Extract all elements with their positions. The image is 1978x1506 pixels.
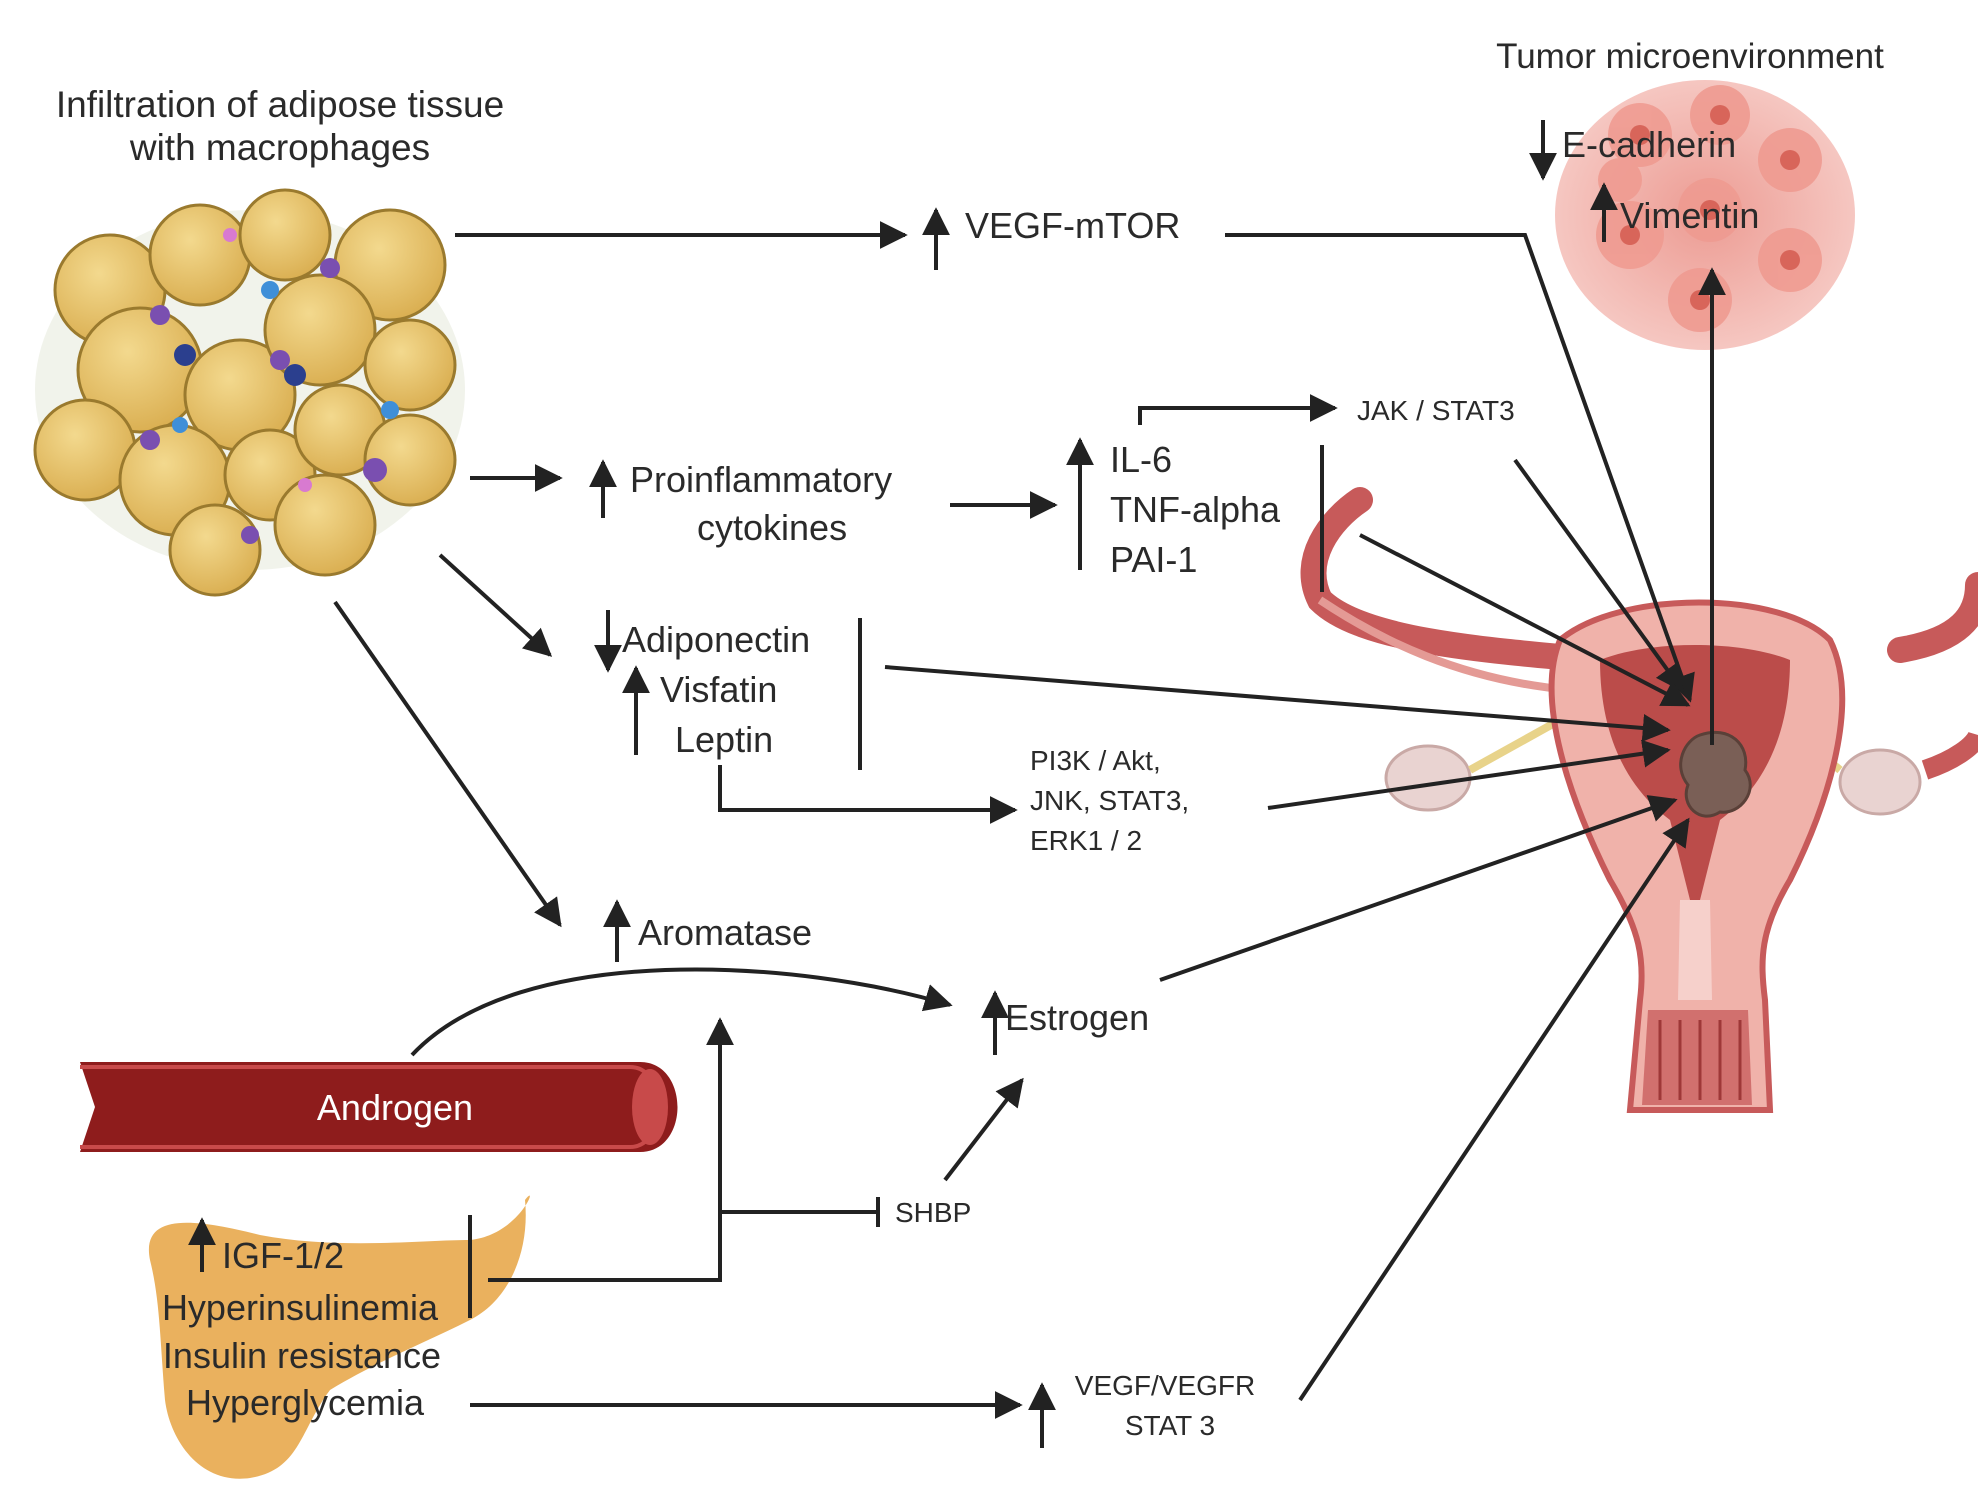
arrow-adipose-to-adipokines	[438, 553, 553, 657]
vegf-mtor-label: VEGF-mTOR	[965, 205, 1180, 246]
adipose-title-line2: with macrophages	[129, 127, 430, 168]
pi3k-akt-label: PI3K / Akt,	[1030, 745, 1161, 776]
estrogen-label: Estrogen	[1005, 997, 1149, 1038]
hyperglycemia-label: Hyperglycemia	[186, 1382, 425, 1423]
visfatin-label: Visfatin	[660, 669, 777, 710]
androgen-vessel	[80, 1062, 678, 1152]
bracket-bars	[468, 445, 1324, 1318]
arrow-adiponectin-to-tumor	[884, 665, 1671, 742]
proinflammatory-label: Proinflammatory	[630, 459, 892, 500]
arrow-adipose-to-aromatase	[333, 600, 562, 928]
connectors	[333, 221, 1726, 1419]
arrow-insulin-to-aromatase	[488, 1017, 734, 1282]
vegf-vegfr-label: VEGF/VEGFR	[1075, 1370, 1255, 1401]
arrow-leptin-to-pi3k	[718, 765, 1018, 824]
arrow-shbp-to-estrogen	[943, 1077, 1024, 1182]
arrow-tnf-to-tumor	[1359, 533, 1691, 707]
arrow-jak-to-tumor	[1513, 458, 1684, 693]
ecadherin-label: E-cadherin	[1562, 124, 1736, 165]
arrow-vegf-mtor-to-tumor	[1225, 233, 1695, 703]
jak-stat3-label: JAK / STAT3	[1357, 395, 1515, 426]
il6-label: IL-6	[1110, 439, 1172, 480]
shbp-label: SHBP	[895, 1197, 971, 1228]
pancreas-illustration	[148, 1195, 530, 1479]
arrow-pi3k-to-tumor	[1267, 739, 1671, 810]
arrow-estrogen-to-tumor	[1159, 795, 1678, 982]
insulin-resistance-label: Insulin resistance	[163, 1335, 441, 1376]
vimentin-label: Vimentin	[1620, 195, 1759, 236]
arrow-vegfr-to-tumor	[1298, 817, 1690, 1402]
level-indicators	[188, 120, 1618, 1448]
jnk-stat3-label: JNK, STAT3,	[1030, 785, 1189, 816]
adipose-tissue-illustration	[33, 188, 465, 597]
arrow-androgen-to-estrogen	[410, 967, 953, 1057]
adiponectin-label: Adiponectin	[622, 619, 810, 660]
leptin-label: Leptin	[675, 719, 773, 760]
aromatase-label: Aromatase	[638, 912, 812, 953]
tumor-cluster-illustration	[1555, 80, 1855, 350]
stat3-label: STAT 3	[1125, 1410, 1215, 1441]
androgen-label: Androgen	[317, 1087, 473, 1128]
tnf-alpha-label: TNF-alpha	[1110, 489, 1281, 530]
pai1-label: PAI-1	[1110, 539, 1197, 580]
hyperinsulinemia-label: Hyperinsulinemia	[162, 1287, 439, 1328]
tumor-title: Tumor microenvironment	[1496, 37, 1884, 76]
arrow-il6-to-jak-stat3	[1138, 394, 1338, 425]
igf-label: IGF-1/2	[222, 1235, 344, 1276]
erk-label: ERK1 / 2	[1030, 825, 1142, 856]
uterus-illustration	[1300, 487, 1978, 1113]
adipose-title-line1: Infiltration of adipose tissue	[56, 84, 504, 125]
cytokines-label: cytokines	[697, 507, 847, 548]
